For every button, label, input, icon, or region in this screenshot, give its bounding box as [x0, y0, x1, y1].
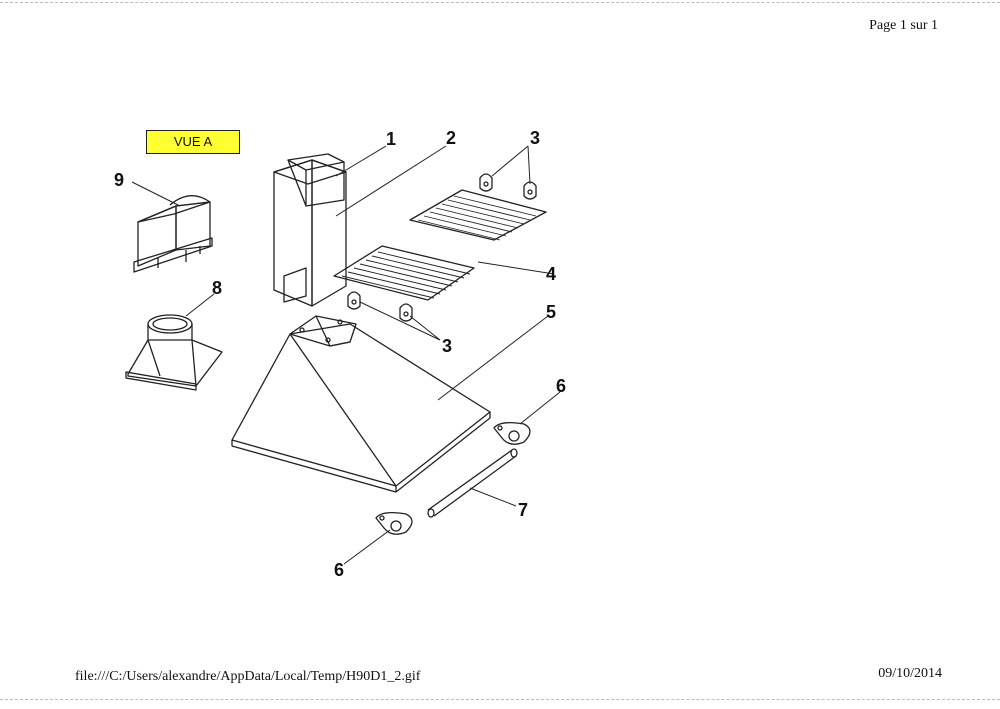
callout-6-lower: 6	[334, 560, 344, 580]
part-9-rectangular-adapter	[133, 195, 213, 273]
callout-6-upper: 6	[556, 376, 566, 396]
part-4-grease-filters	[333, 189, 547, 301]
callout-9: 9	[114, 170, 124, 190]
callout-2: 2	[446, 128, 456, 148]
callout-leader-lines	[131, 145, 561, 565]
callout-8: 8	[212, 278, 222, 298]
part-8-round-adapter	[125, 314, 223, 391]
callout-3-lower: 3	[442, 336, 452, 356]
bottom-scan-border	[0, 699, 1000, 700]
part-3-clips	[347, 173, 537, 322]
part-1-2-chimney	[273, 153, 347, 307]
print-date: 09/10/2014	[878, 666, 942, 681]
file-path: file:///C:/Users/alexandre/AppData/Local…	[75, 669, 421, 684]
part-6-brackets	[375, 422, 531, 535]
top-scan-border	[0, 2, 1000, 3]
part-5-hood-canopy	[231, 315, 491, 493]
callout-7: 7	[518, 500, 528, 520]
callout-4: 4	[546, 264, 556, 284]
callout-3-upper: 3	[530, 128, 540, 148]
callout-5: 5	[546, 302, 556, 322]
page-info: Page 1 sur 1	[869, 18, 938, 33]
view-a-label: VUE A	[146, 130, 240, 154]
callout-1: 1	[386, 129, 396, 149]
part-7-handle-bar	[427, 448, 518, 518]
